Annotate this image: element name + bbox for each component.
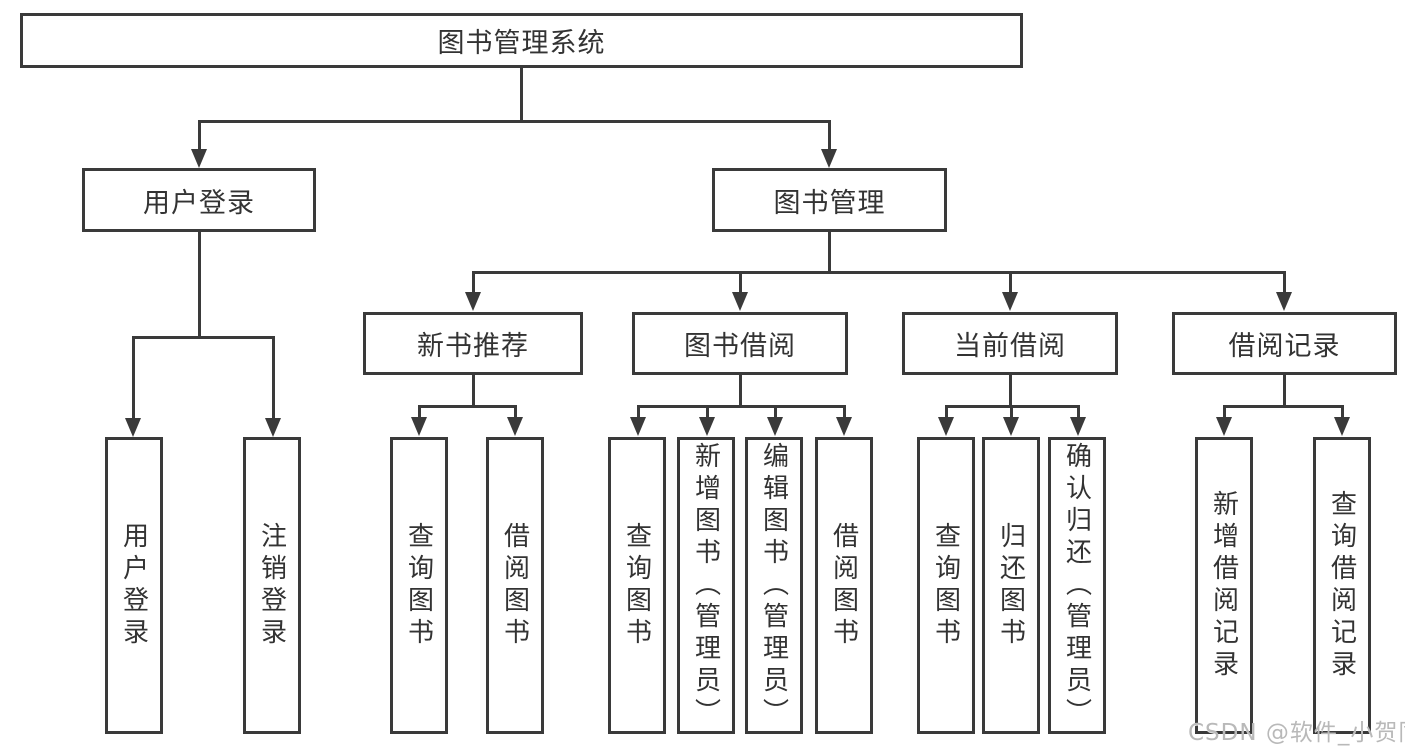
connector-line xyxy=(418,405,421,419)
arrow-down-icon xyxy=(699,417,715,436)
arrow-down-icon xyxy=(1070,417,1086,436)
leaf-query-books-borrow: 查询图书 xyxy=(608,437,666,734)
leaf-edit-books-admin: 编辑图书（管理员） xyxy=(745,437,803,734)
arrow-down-icon xyxy=(465,292,481,311)
connector-line xyxy=(843,405,846,419)
arrow-down-icon xyxy=(732,292,748,311)
arrow-down-icon xyxy=(1334,417,1350,436)
node-borrowing-records: 借阅记录 xyxy=(1172,312,1397,375)
node-label: 图书借阅 xyxy=(684,331,796,362)
arrow-down-icon xyxy=(265,418,281,437)
node-label: 图书管理系统 xyxy=(437,28,606,59)
arrow-down-icon xyxy=(1216,417,1232,436)
connector-line xyxy=(1223,405,1226,419)
connector-line xyxy=(472,375,475,407)
arrow-down-icon xyxy=(630,417,646,436)
connector-line xyxy=(472,271,1286,274)
connector-line xyxy=(132,336,275,339)
connector-line xyxy=(198,232,201,338)
connector-line xyxy=(198,120,201,151)
arrow-down-icon xyxy=(411,417,427,436)
node-label: 借阅记录 xyxy=(1228,331,1341,362)
connector-line xyxy=(132,336,135,418)
connector-line xyxy=(198,120,831,123)
node-new-book-recommendation: 新书推荐 xyxy=(363,312,583,375)
arrow-down-icon xyxy=(821,149,837,168)
arrow-down-icon xyxy=(1003,417,1019,436)
connector-line xyxy=(472,271,475,294)
node-label: 图书管理 xyxy=(773,187,886,219)
connector-line xyxy=(739,375,742,407)
connector-line xyxy=(1009,271,1012,294)
leaf-return-books: 归还图书 xyxy=(982,437,1040,734)
leaf-add-books-admin: 新增图书（管理员） xyxy=(677,437,735,734)
node-label: 用户登录 xyxy=(143,187,255,219)
leaf-logout: 注销登录 xyxy=(243,437,301,734)
node-current-borrowing: 当前借阅 xyxy=(902,312,1118,375)
connector-line xyxy=(514,405,517,419)
leaf-confirm-return-admin: 确认归还（管理员） xyxy=(1048,437,1106,734)
connector-line xyxy=(1223,405,1344,408)
connector-line xyxy=(1283,375,1286,407)
leaf-query-borrow-record: 查询借阅记录 xyxy=(1313,437,1371,734)
leaf-borrow-books-recommend: 借阅图书 xyxy=(486,437,544,734)
arrow-down-icon xyxy=(507,417,523,436)
connector-line xyxy=(1283,271,1286,294)
node-user-login: 用户登录 xyxy=(82,168,316,232)
node-book-borrowing: 图书借阅 xyxy=(632,312,848,375)
node-library-management-system: 图书管理系统 xyxy=(20,13,1023,68)
leaf-query-books-recommend: 查询图书 xyxy=(390,437,448,734)
arrow-down-icon xyxy=(1276,292,1292,311)
arrow-down-icon xyxy=(125,418,141,437)
connector-line xyxy=(774,405,777,419)
node-book-management: 图书管理 xyxy=(712,168,947,232)
connector-line xyxy=(945,405,948,419)
connector-line xyxy=(739,271,742,294)
arrow-down-icon xyxy=(191,149,207,168)
connector-line xyxy=(637,405,640,419)
connector-line xyxy=(1341,405,1344,419)
connector-line xyxy=(1010,405,1013,419)
watermark: CSDN @软件_小贺同学 xyxy=(1188,720,1405,746)
arrow-down-icon xyxy=(836,417,852,436)
leaf-user-login: 用户登录 xyxy=(105,437,163,734)
node-label: 新书推荐 xyxy=(417,331,529,362)
connector-line xyxy=(418,405,517,408)
arrow-down-icon xyxy=(1002,292,1018,311)
connector-line xyxy=(706,405,709,419)
leaf-borrow-books: 借阅图书 xyxy=(815,437,873,734)
connector-line xyxy=(828,232,831,274)
leaf-add-borrow-record: 新增借阅记录 xyxy=(1195,437,1253,734)
connector-line xyxy=(1009,375,1012,407)
connector-line xyxy=(637,405,846,408)
node-label: 当前借阅 xyxy=(954,331,1066,362)
leaf-query-books-current: 查询图书 xyxy=(917,437,975,734)
connector-line xyxy=(828,120,831,151)
arrow-down-icon xyxy=(938,417,954,436)
arrow-down-icon xyxy=(767,417,783,436)
connector-line xyxy=(1077,405,1080,419)
connector-line xyxy=(520,68,523,123)
connector-line xyxy=(272,336,275,418)
